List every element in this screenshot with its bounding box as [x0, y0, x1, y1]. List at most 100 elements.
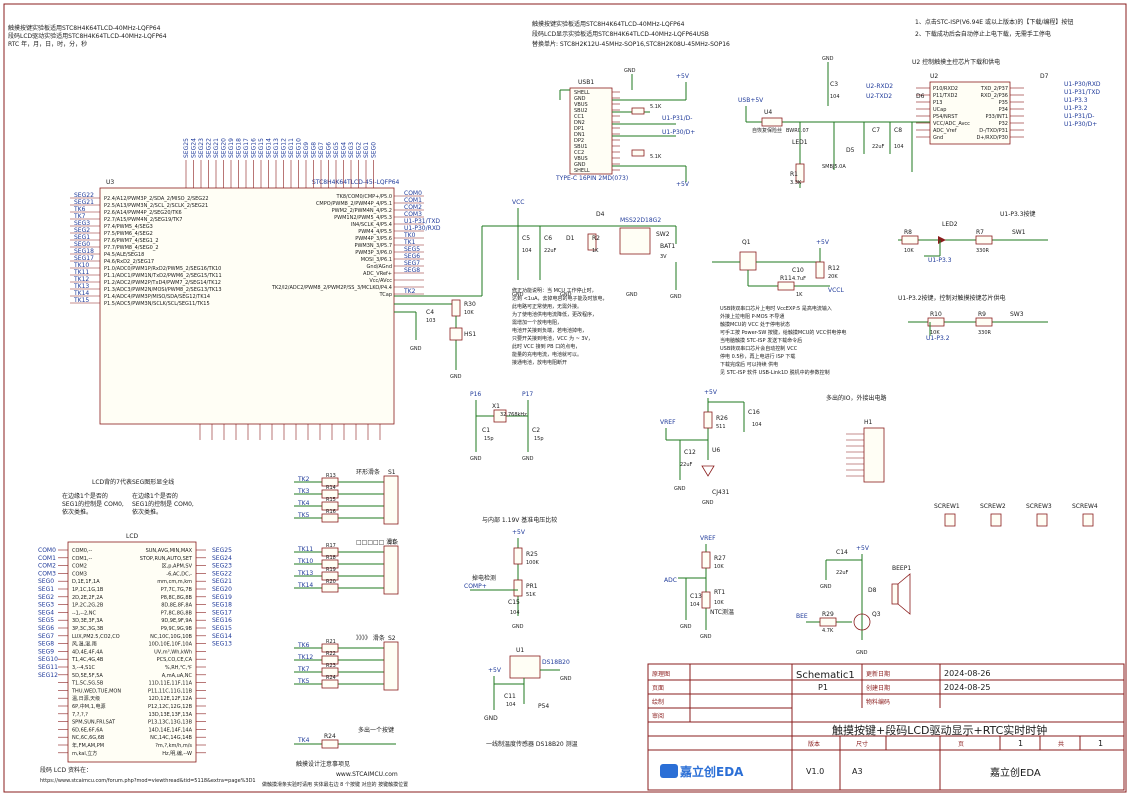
u3-right-pin-label: ADC_VRef+: [363, 271, 392, 277]
tb-update-label: 更新日期: [866, 670, 890, 678]
usb-pin-label: SBU2: [574, 108, 587, 114]
u2-right-pin-label: TXD_2/P37: [980, 86, 1008, 92]
notes-top-mid: 触摸按键实验板适用STC8H4K64TLCD-40MHz-LQFP64 段码LC…: [532, 20, 730, 48]
lcd-left-pin-label: 风,温,湿,雨: [72, 641, 97, 648]
u3-left-net: TK7: [73, 213, 86, 220]
c15-val: 104: [510, 610, 520, 616]
power-section: VCC C5 104 C6 22uF D1 R2 1K D4 MSS22D18G…: [394, 199, 682, 380]
svg-text:C11: C11: [504, 693, 516, 700]
lcd-section: LCD背的7代表SEG图形显全线 在边缘1个是否的 SEG1的控制是 COM0,…: [38, 478, 256, 784]
svg-text:D5: D5: [846, 147, 855, 154]
r11-val: 1K: [796, 292, 803, 298]
notes-top-right: 1、点击STC-ISP(V6.94E 或以上版本)的【下载/编程】按钮 2、下载…: [915, 18, 1073, 38]
u3-right-net: SEG6: [404, 253, 420, 260]
touch-resistor-ref: R15: [326, 497, 336, 503]
header-ref: H1: [864, 419, 873, 426]
usb-vbus-net: +5V: [676, 73, 690, 80]
u3-left-pin-label: P2.5/A13/PWM3N_2/SCL_2/SCLK_2/SEG21: [104, 203, 208, 209]
power-note-line: 需增加一个放电电阻，: [512, 319, 562, 326]
brand-logo: 嘉立创EDA: [660, 764, 744, 779]
u3-left-pin-label: P1.0/ADC0/PWM1P/RxD2/PWM5_2/SEG16/TK10: [104, 266, 221, 272]
ds-ref: U1: [516, 647, 524, 654]
lcd-left-pin-label: 1P,2C,2G,2B: [72, 603, 104, 609]
touch-key-net: TK11: [297, 546, 313, 553]
single-key-net: TK4: [297, 737, 310, 744]
u3-right-pin-label: Gnd/AGnd: [367, 264, 392, 270]
svg-text:GND: GND: [512, 624, 524, 630]
usb-pin-label: CC1: [574, 114, 584, 120]
u2-left-pin-label: P13: [933, 100, 942, 106]
svg-text:R25: R25: [526, 551, 538, 558]
touch-connector: [383, 475, 399, 525]
u3-body: [99, 187, 395, 425]
u3-right-pin-label: MOSI_3/P6.1: [361, 257, 392, 263]
tb-schematic: Schematic1: [796, 670, 855, 681]
lcd-left-pin-label: --1,--2,NC: [72, 610, 96, 616]
r8-val: 10K: [904, 248, 914, 254]
lcd-left-net: SEG0: [38, 578, 54, 585]
u3-left-pin-label: P1.2/ADC2/PWM2P/TxD4/PWM7_2/SEG14/TK12: [104, 280, 221, 286]
lcd-left-net: SEG11: [38, 664, 58, 671]
u3-top-net: SEG20: [221, 138, 228, 158]
lcd-note-l2: SEG1的控制是 COM0,: [62, 500, 124, 508]
lcd-left-net: COM0: [38, 547, 56, 554]
c8-val: 104: [894, 144, 904, 150]
u2-usb-serial: U2 控制触摸主控芯片下载和供电 U2 P10/RXD2P11/TXD2P13U…: [738, 56, 1101, 188]
lcd-left-pin-label: THU,WED,TUE,MON: [71, 688, 121, 694]
touch-key-net: TK5: [297, 512, 310, 519]
lcd-left-net: COM2: [38, 563, 56, 570]
svg-text:+5V: +5V: [676, 181, 690, 188]
svg-text:GND: GND: [856, 650, 868, 656]
tb-total: 1: [1098, 739, 1103, 748]
note-tl-2: 段码LCD驱动实验适用STC8H4K64TLCD-40MHz-LQFP64: [8, 32, 167, 40]
u3-left-pin-label: P7.6/PWM7_4/SEG1_2: [104, 238, 159, 244]
touch-resistor: [321, 513, 339, 523]
svg-text:P54: P54: [538, 703, 549, 710]
svg-text:USB+5V: USB+5V: [738, 97, 764, 104]
lcd-left-pin-label: 7,?,?,?: [72, 712, 88, 718]
u3-top-net: SEG13: [273, 138, 280, 158]
pr1-val: 51K: [526, 592, 536, 598]
svg-text:C6: C6: [544, 235, 552, 242]
u3-top-net: SEG14: [266, 138, 273, 158]
u3-top-net: SEG25: [183, 138, 190, 158]
u2-right-pin-label: D+/RXD/P30: [976, 135, 1008, 141]
touch-resistor: [321, 559, 339, 569]
rt1-val: 10K: [714, 600, 724, 606]
u3-top-net: SEG24: [191, 138, 198, 158]
lcd-right-pin-label: 12D,12E,12F,12A: [148, 696, 192, 702]
u3-left-pin-label: P1.4/ADC4/PWM3P/MISO/SDA/SEG12/TK14: [104, 294, 210, 300]
tb-total-label: 共: [1058, 740, 1064, 748]
u3-left-net: SEG17: [74, 255, 94, 262]
r27-val: 10K: [714, 564, 724, 570]
u2-left-pin-label: P11/TXD2: [933, 93, 958, 99]
lcd-left-pin-label: SPM,SUN,FRI,SAT: [72, 720, 116, 726]
tb-size: A3: [852, 767, 863, 776]
u2-net-rxd2: U2-RXD2: [866, 83, 893, 90]
sw-part: MSS22D18G2: [620, 217, 661, 224]
touch-resistor-ref: R19: [326, 567, 336, 573]
lcd-left-pin-label: 1P,1C,1G,1B: [72, 587, 104, 593]
svg-text:R29: R29: [822, 611, 834, 618]
tb-page-no: 1: [1018, 739, 1023, 748]
c2-val: 15p: [534, 436, 544, 442]
u3-bottom-pins: [199, 424, 381, 440]
lcd-right-pin-label: 11D,11E,11F,11A: [148, 681, 192, 687]
d5-val: SMBJ5.0A: [822, 164, 846, 170]
c1-ref: C1: [482, 427, 490, 434]
svg-text:C3: C3: [830, 81, 838, 88]
lcd-left-pin-label: COM3: [72, 571, 87, 577]
u3-left-net: TK13: [73, 283, 89, 290]
lcd-right-pin-label: 14D,14E,14F,14A: [148, 727, 192, 733]
u3-right-net: TK0: [403, 232, 416, 239]
lcd-left-pin-label: D,1E,1F,1A: [72, 579, 100, 585]
c16-val: 104: [752, 422, 762, 428]
power-note-line: 只要开关接到电池，VCC 为 ~ 3V，: [512, 335, 593, 342]
ds18b20: [509, 655, 541, 679]
u3-top-net: SEG19: [228, 138, 235, 158]
beep-ref: BEEP1: [892, 565, 911, 572]
lcd-bottom-note: 段码 LCD 资料在：: [40, 766, 92, 774]
usb-pin-label: DP2: [574, 138, 584, 144]
tb-page: P1: [818, 683, 828, 692]
